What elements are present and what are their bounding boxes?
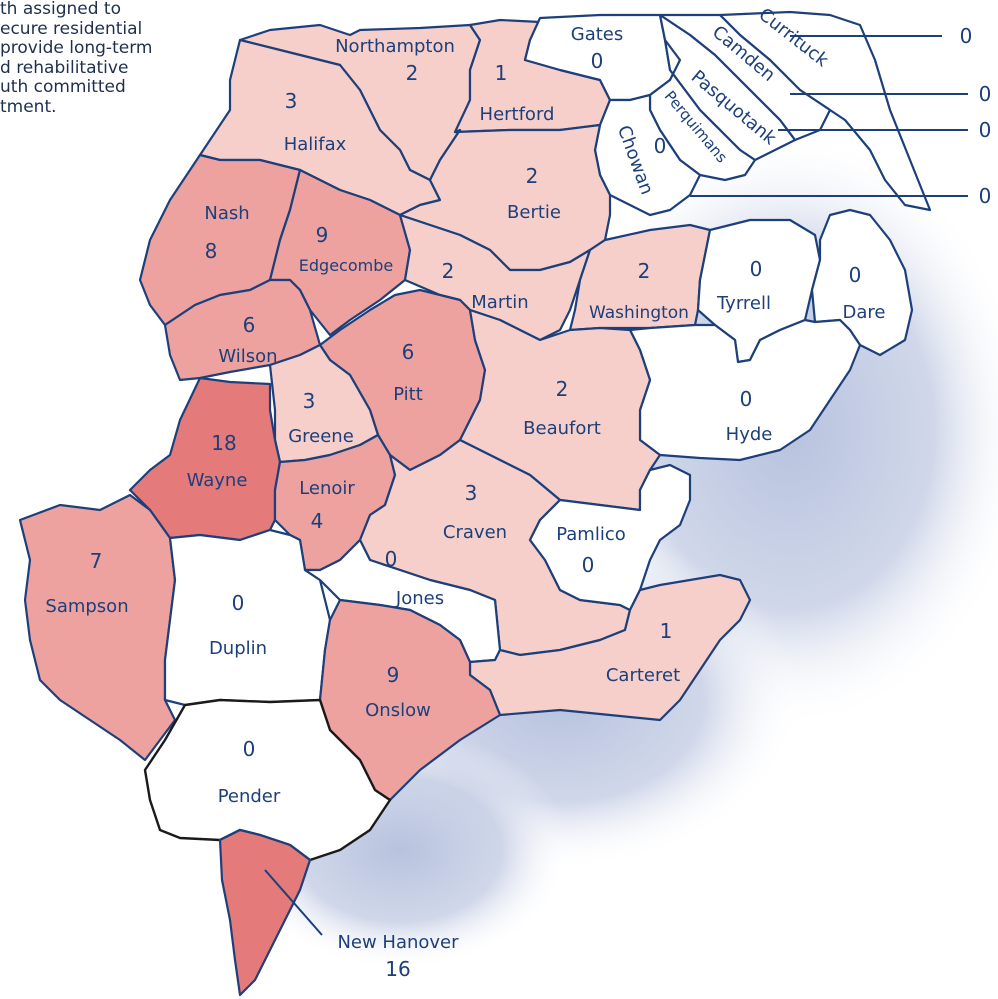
- label-greene-count: 3: [303, 389, 316, 413]
- label-greene-name: Greene: [288, 426, 354, 447]
- county-perquimans[interactable]: [648, 38, 757, 182]
- label-washington-count: 2: [638, 259, 651, 283]
- label-carteret-name: Carteret: [606, 665, 680, 686]
- label-pasquotank-count: 0: [979, 118, 992, 142]
- label-martin-count: 2: [442, 259, 455, 283]
- label-tyrrell-count: 0: [750, 257, 763, 281]
- intro-line: d rehabilitative: [0, 57, 129, 78]
- label-northampton-count: 2: [406, 61, 419, 85]
- label-beaufort-count: 2: [556, 377, 569, 401]
- label-currituck-count: 0: [960, 24, 973, 48]
- label-pitt-name: Pitt: [393, 384, 423, 405]
- county-new-hanover[interactable]: [218, 828, 312, 997]
- county-dare[interactable]: [810, 208, 914, 357]
- label-carteret-count: 1: [660, 619, 673, 643]
- label-onslow-count: 9: [387, 663, 400, 687]
- label-pitt-count: 6: [402, 340, 415, 364]
- label-duplin-count: 0: [232, 591, 245, 615]
- label-sampson-count: 7: [90, 549, 103, 573]
- label-jones-count: 0: [385, 547, 398, 571]
- label-wilson-name: Wilson: [218, 346, 277, 367]
- label-craven-name: Craven: [443, 522, 507, 543]
- intro-line: uth committed: [0, 77, 126, 97]
- label-bertie-name: Bertie: [507, 202, 561, 223]
- label-wayne-name: Wayne: [187, 470, 248, 491]
- label-nash-count: 8: [205, 239, 218, 263]
- label-hyde-name: Hyde: [726, 424, 773, 445]
- label-gates-name: Gates: [571, 24, 624, 45]
- label-hyde-count: 0: [740, 387, 753, 411]
- label-new-hanover-name: New Hanover: [337, 932, 459, 953]
- county-pamlico[interactable]: [528, 463, 692, 612]
- intro-line: tment.: [0, 96, 57, 117]
- label-hertford-name: Hertford: [480, 104, 555, 125]
- label-northampton-name: Northampton: [335, 36, 455, 57]
- label-nash-name: Nash: [204, 203, 249, 224]
- county-sampson[interactable]: [18, 493, 177, 762]
- intro-line: provide long-term: [0, 38, 153, 58]
- label-chowan-count: 0: [979, 184, 992, 208]
- label-hertford-count: 1: [495, 61, 508, 85]
- label-wayne-count: 18: [211, 431, 236, 455]
- label-beaufort-name: Beaufort: [523, 418, 601, 439]
- label-dare-count: 0: [849, 263, 862, 287]
- label-halifax-count: 3: [285, 89, 298, 113]
- intro-text: th assigned to ecure residential provide…: [0, 0, 220, 117]
- label-pender-name: Pender: [218, 786, 281, 807]
- label-onslow-name: Onslow: [365, 700, 431, 721]
- label-halifax-name: Halifax: [284, 134, 347, 155]
- label-lenoir-name: Lenoir: [299, 478, 355, 499]
- intro-line: th assigned to: [0, 0, 121, 19]
- label-washington-name: Washington: [589, 303, 689, 323]
- label-pender-count: 0: [243, 737, 256, 761]
- label-edgecombe-count: 9: [316, 223, 329, 247]
- label-duplin-name: Duplin: [209, 638, 267, 659]
- label-lenoir-count: 4: [311, 509, 324, 533]
- label-bertie-count: 2: [526, 164, 539, 188]
- label-dare-name: Dare: [843, 302, 886, 323]
- intro-line: ecure residential: [0, 18, 143, 39]
- county-edgecombe[interactable]: [268, 168, 412, 337]
- label-new-hanover-count: 16: [385, 957, 410, 981]
- label-gates-count: 0: [591, 49, 604, 73]
- label-perquimans-count: 0: [654, 134, 667, 158]
- label-pamlico-name: Pamlico: [556, 524, 626, 545]
- label-edgecombe-name: Edgecombe: [299, 256, 393, 275]
- callout-line-new-hanover: [264, 869, 323, 936]
- label-jones-name: Jones: [395, 588, 444, 609]
- label-pamlico-count: 0: [582, 553, 595, 577]
- label-sampson-name: Sampson: [45, 596, 128, 617]
- label-craven-count: 3: [465, 481, 478, 505]
- label-martin-name: Martin: [471, 292, 528, 313]
- label-wilson-count: 6: [243, 313, 256, 337]
- label-tyrrell-name: Tyrrell: [716, 293, 771, 314]
- county-wilson[interactable]: [163, 278, 322, 382]
- label-camden-count: 0: [979, 82, 992, 106]
